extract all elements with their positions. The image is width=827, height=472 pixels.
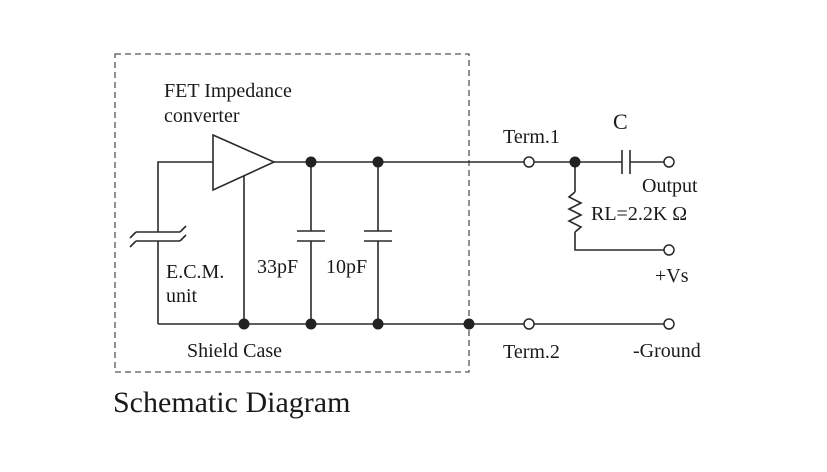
shield-case-label: Shield Case <box>187 340 282 362</box>
fet-label-line2: converter <box>164 105 240 127</box>
junction-dot <box>569 156 581 168</box>
ecm-plate-top-tick-r <box>179 225 187 233</box>
term1-label: Term.1 <box>503 126 560 148</box>
rl-label: RL=2.2K Ω <box>591 203 687 225</box>
cap-c-label: C <box>613 109 628 134</box>
junction-dot <box>305 318 317 330</box>
term2-label: Term.2 <box>503 341 560 363</box>
junction-dot <box>372 156 384 168</box>
vs-label: +Vs <box>655 265 689 287</box>
ecm-label-line2: unit <box>166 285 198 307</box>
junction-dot <box>372 318 384 330</box>
fet-input-wire <box>157 161 213 232</box>
terminal-vs <box>663 244 675 256</box>
diagram-title: Schematic Diagram <box>113 386 350 419</box>
ground-label: -Ground <box>633 340 701 362</box>
terminal-output <box>663 156 675 168</box>
junction-dot <box>305 156 317 168</box>
shield-case-box <box>114 53 470 373</box>
resistor-lead-bottom <box>574 232 664 251</box>
terminal-term2 <box>523 318 535 330</box>
junction-dot <box>463 318 475 330</box>
cap-33pf-label: 33pF <box>257 256 298 278</box>
terminal-ground <box>663 318 675 330</box>
ecm-plate-top-tick-l <box>129 231 137 239</box>
output-label: Output <box>642 175 698 197</box>
ecm-label-line1: E.C.M. <box>166 261 224 283</box>
resistor-symbol <box>567 191 583 233</box>
ecm-plate-bottom-tick-r <box>179 234 187 242</box>
junction-dot <box>238 318 250 330</box>
ecm-plate-bottom-tick-l <box>129 240 137 248</box>
terminal-term1 <box>523 156 535 168</box>
fet-label-line1: FET Impedance <box>164 80 292 102</box>
cap-10pf-label: 10pF <box>326 256 367 278</box>
